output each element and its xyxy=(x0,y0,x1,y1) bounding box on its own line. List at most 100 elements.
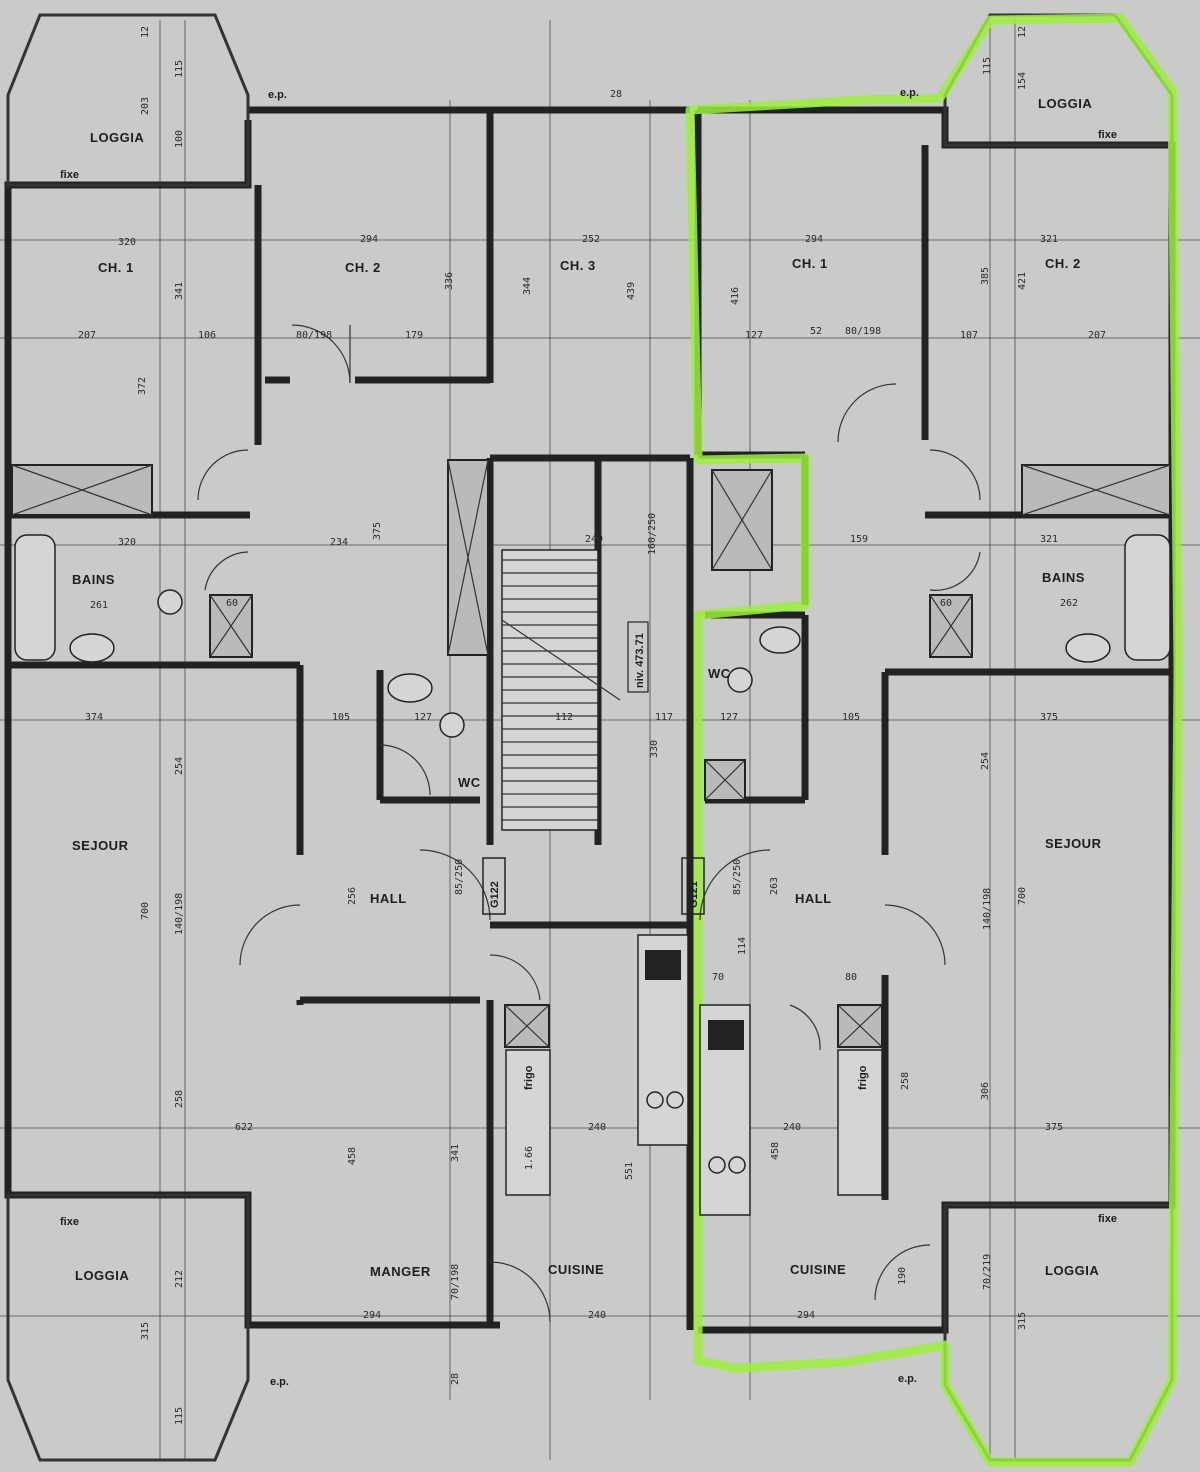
dim: 256 xyxy=(347,887,358,905)
dim: 321 xyxy=(1040,534,1058,545)
dim: 70 xyxy=(712,972,724,983)
room-cuisine-center: CUISINE xyxy=(548,1262,604,1277)
label-fixe-tr: fixe xyxy=(1098,129,1117,141)
dim: 374 xyxy=(85,712,103,723)
dim: 212 xyxy=(174,1270,185,1288)
room-ch1-right: CH. 1 xyxy=(792,256,828,271)
dim: 330 xyxy=(649,740,660,758)
dim: 240 xyxy=(588,1310,606,1321)
dim: 263 xyxy=(769,877,780,895)
label-ep-tl: e.p. xyxy=(268,89,287,101)
dim: 254 xyxy=(174,757,185,775)
dim: 700 xyxy=(1017,887,1028,905)
dim: 344 xyxy=(522,277,533,295)
dim: 240 xyxy=(585,534,603,545)
dim: 458 xyxy=(770,1142,781,1160)
dim: 12 xyxy=(140,26,151,38)
label-ep-tr: e.p. xyxy=(900,87,919,99)
dim: 114 xyxy=(737,937,748,955)
room-bains-left: BAINS xyxy=(72,572,115,587)
dim: 320 xyxy=(118,537,136,548)
dim: 320 xyxy=(118,237,136,248)
dim: 421 xyxy=(1017,272,1028,290)
dim: 70/219 xyxy=(982,1254,993,1290)
dim: 105 xyxy=(332,712,350,723)
dim: 1.66 xyxy=(524,1146,535,1170)
dim: 315 xyxy=(1017,1312,1028,1330)
dim: 127 xyxy=(720,712,738,723)
dim: 140/198 xyxy=(982,888,993,930)
dim: 321 xyxy=(1040,234,1058,245)
label-frigo-right: frigo xyxy=(857,1065,869,1090)
dim: 254 xyxy=(980,752,991,770)
room-manger: MANGER xyxy=(370,1264,431,1279)
label-fixe-br: fixe xyxy=(1098,1213,1117,1225)
dim: 85/250 xyxy=(454,859,465,895)
room-hall-right: HALL xyxy=(795,891,832,906)
room-loggia-tl: LOGGIA xyxy=(90,130,144,145)
room-ch2-right: CH. 2 xyxy=(1045,256,1081,271)
dim: 28 xyxy=(610,89,622,100)
dim: 140/198 xyxy=(174,893,185,935)
dim: 375 xyxy=(372,522,383,540)
dim: 240 xyxy=(588,1122,606,1133)
dim: 115 xyxy=(982,57,993,75)
dim: 117 xyxy=(655,712,673,723)
dim: 439 xyxy=(626,282,637,300)
dim: 127 xyxy=(414,712,432,723)
dim: 115 xyxy=(174,60,185,78)
dimension-grid xyxy=(0,20,1200,1460)
dim: 127 xyxy=(745,330,763,341)
dim: 258 xyxy=(174,1090,185,1108)
dim: 252 xyxy=(582,234,600,245)
room-hall-left: HALL xyxy=(370,891,407,906)
cupboards xyxy=(11,459,1171,1048)
dim: 341 xyxy=(450,1144,461,1162)
dim: 458 xyxy=(347,1147,358,1165)
dim: 258 xyxy=(900,1072,911,1090)
dim: 294 xyxy=(360,234,378,245)
label-frigo-left: frigo xyxy=(523,1065,535,1090)
room-ch3: CH. 3 xyxy=(560,258,596,273)
dim: 70/198 xyxy=(450,1264,461,1300)
room-sejour-right: SEJOUR xyxy=(1045,836,1102,851)
dim: 375 xyxy=(1045,1122,1063,1133)
dim: 115 xyxy=(174,1407,185,1425)
room-wc-left: WC xyxy=(458,775,481,790)
dim: 336 xyxy=(444,272,455,290)
dim: 207 xyxy=(1088,330,1106,341)
dim: 105 xyxy=(842,712,860,723)
room-loggia-br: LOGGIA xyxy=(1045,1263,1099,1278)
room-labels: LOGGIA LOGGIA LOGGIA LOGGIA CH. 1 CH. 2 … xyxy=(72,96,1102,1283)
room-wc-right: WC xyxy=(708,666,731,681)
dim: 52 xyxy=(810,326,822,337)
dim: 112 xyxy=(555,712,573,723)
dim: 700 xyxy=(140,902,151,920)
dim: 416 xyxy=(730,287,741,305)
label-ep-bl: e.p. xyxy=(270,1376,289,1388)
dim: 106 xyxy=(198,330,216,341)
dim: 240 xyxy=(783,1122,801,1133)
room-loggia-bl: LOGGIA xyxy=(75,1268,129,1283)
room-loggia-tr: LOGGIA xyxy=(1038,96,1092,111)
dim: 80/198 xyxy=(845,326,881,337)
doors xyxy=(197,324,981,1323)
dim: 60 xyxy=(940,598,952,609)
annotations: fixe fixe fixe fixe e.p. e.p. e.p. e.p. … xyxy=(60,87,1117,1388)
label-level: niv. 473.71 xyxy=(634,633,646,688)
room-ch2-left: CH. 2 xyxy=(345,260,381,275)
dim: 372 xyxy=(137,377,148,395)
dim: 306 xyxy=(980,1082,991,1100)
dim: 294 xyxy=(805,234,823,245)
dim: 262 xyxy=(1060,598,1078,609)
dim: 190 xyxy=(897,1267,908,1285)
dim: 315 xyxy=(140,1322,151,1340)
dim: 294 xyxy=(797,1310,815,1321)
dim: 261 xyxy=(90,600,108,611)
dim: 203 xyxy=(140,97,151,115)
dim: 154 xyxy=(1017,72,1028,90)
dim: 12 xyxy=(1017,26,1028,38)
dim: 107 xyxy=(960,330,978,341)
dim: 375 xyxy=(1040,712,1058,723)
